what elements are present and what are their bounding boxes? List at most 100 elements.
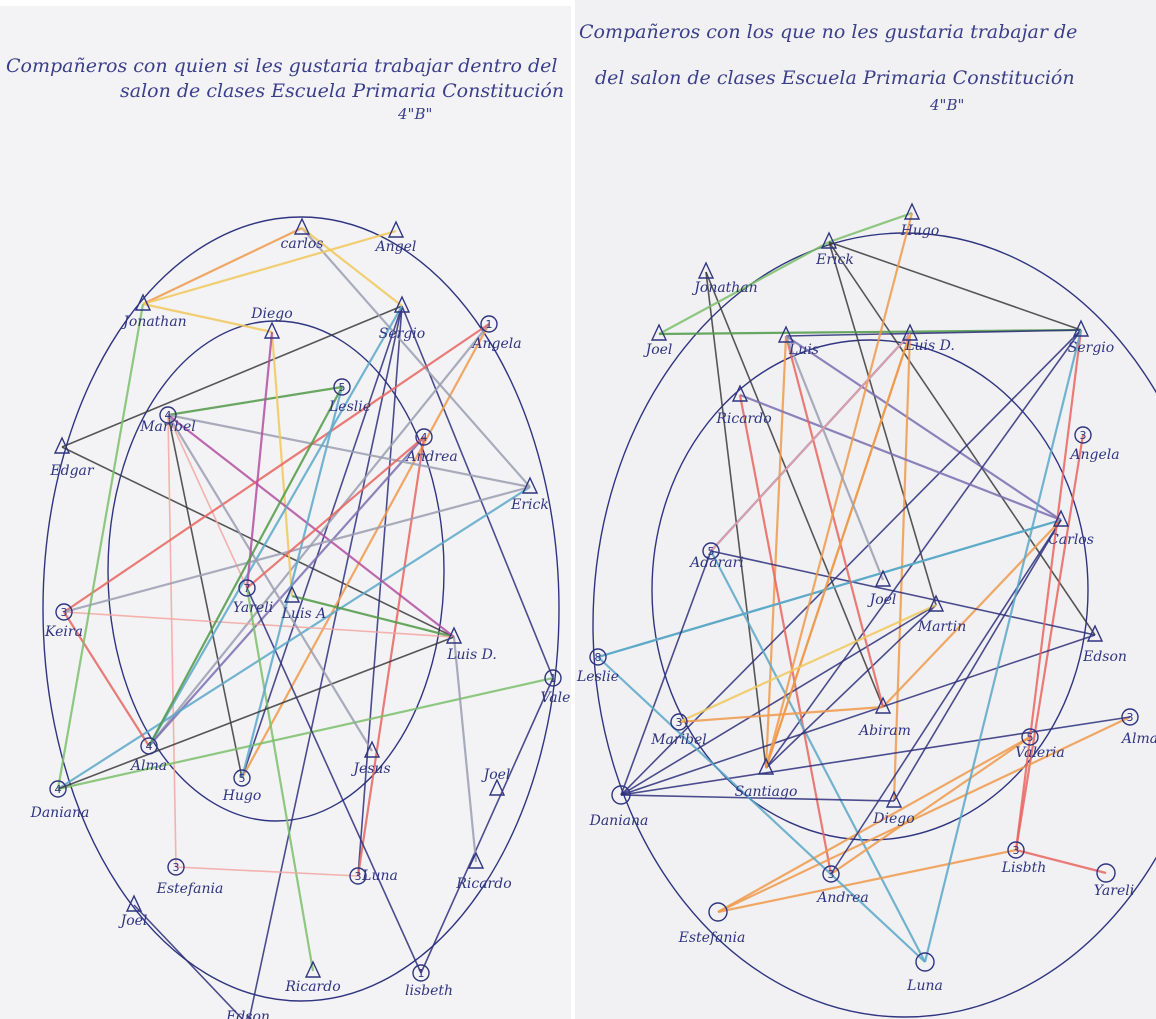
right-edge [620,604,937,796]
right-node-ricardo: Ricardo [715,384,772,427]
left-edge [63,611,455,638]
right-edge [785,335,1062,521]
right-edge [785,329,1082,337]
node-label: Leslie [576,669,619,685]
right-node-edson: Edson [1082,624,1127,665]
left-edge [142,302,273,334]
left-node-edgar: Edgar [49,436,95,479]
node-label: Alma [129,758,167,774]
left-edge [245,331,274,589]
node-mark: 4 [146,740,153,753]
left-node-ricardo_r: Ricardo [455,851,512,892]
node-label: Alma [1120,731,1156,747]
triangle-icon [777,325,795,343]
node-label: Lisbth [1001,860,1047,876]
node-label: Joel [643,342,673,358]
right-edge [882,519,1062,708]
node-mark: 3 [1013,844,1020,857]
left-sheet: Compañeros con quien si les gustaria tra… [0,6,571,1019]
circle-icon [589,648,607,666]
circle-icon [1007,841,1025,859]
right-edge [710,550,926,963]
right-edge [1015,848,1107,875]
circle-icon [238,579,256,597]
node-mark: 3 [61,606,68,619]
circle-icon [415,428,433,446]
node-label: Maribel [139,419,196,435]
triangle-icon [874,696,892,714]
left-node-angel: Angel [374,220,416,255]
left-node-carlos: carlos [281,217,323,252]
node-label: Valeri [540,690,571,706]
node-label: Erick [815,252,854,268]
node-label: Ricardo [715,411,771,427]
left-edge [301,227,531,488]
triangle-icon [283,585,301,603]
triangle-icon [757,757,775,775]
left-edges [56,227,554,1019]
triangle-icon [1086,624,1104,642]
circle-icon [1121,708,1139,726]
right-edge [764,335,788,769]
node-label: Adarari [688,555,744,571]
left-edge [133,904,244,1019]
right-node-joel2: Joel [867,569,896,608]
left-edge [245,587,315,972]
triangle-icon [820,231,838,249]
node-mark: 4 [421,431,428,444]
right-title-line2: del salon de clases Escuela Primaria Con… [595,67,1075,89]
node-label: Joel [118,913,148,929]
right-edge [1014,329,1083,851]
left-edge [241,323,490,779]
node-label: Daniana [30,805,90,821]
node-mark: 5 [239,772,246,785]
triangle-icon [927,594,945,612]
node-label: Santiago [735,784,798,800]
node-label: Angela [1068,447,1119,463]
left-title-line2: salon de clases Escuela Primaria Constit… [120,80,565,102]
left-edge [248,305,403,1019]
circle-icon [233,769,251,787]
circle-icon [333,378,351,396]
right-edge [828,241,1082,331]
node-mark: 1 [486,318,493,331]
node-label: Joel [481,767,511,783]
node-mark: 5 [1027,731,1034,744]
node-label: lisbeth [405,983,453,999]
node-mark: 4 [165,409,172,422]
left-edge [240,386,344,779]
left-ring-1 [107,320,445,822]
left-title-line3: 4"B" [398,105,433,123]
left-node-erick: Erick [510,476,549,513]
triangle-icon [521,476,539,494]
circle-icon [167,858,185,876]
left-node-joel2: Joel [118,894,148,929]
circle-icon [915,952,935,972]
triangle-icon [731,384,749,402]
left-edge [57,486,531,790]
left-edge [63,611,150,747]
node-label: Luna [906,978,943,994]
circle-icon [708,902,728,922]
triangle-icon [903,202,921,220]
right-edge [620,329,1082,796]
left-edge [57,676,554,791]
left-edge [56,303,145,790]
node-mark: 3 [1127,711,1134,724]
node-mark: 3 [676,716,683,729]
node-label: Leslie [328,399,371,415]
left-node-diego: Diego [250,306,293,339]
left-node-edson: Edson [225,1009,270,1019]
node-label: Luna [361,868,398,884]
right-node-daniana: Daniana [589,785,648,829]
right-edge [717,716,1131,913]
node-label: Andrea [815,890,868,906]
right-edge [620,794,895,802]
right-edge [620,634,1096,796]
circle-icon [159,406,177,424]
